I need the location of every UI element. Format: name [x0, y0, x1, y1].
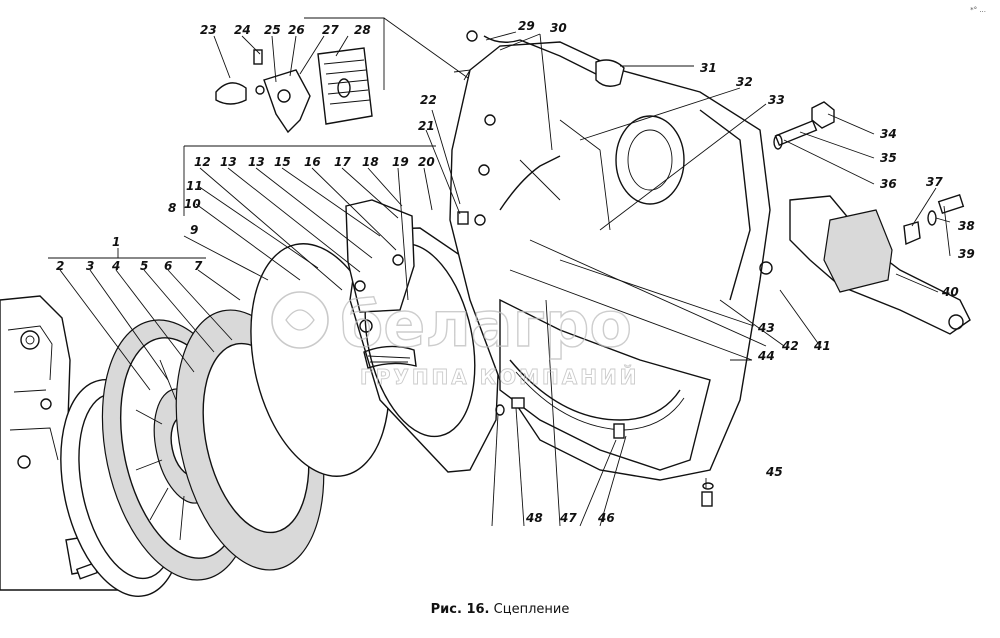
callout-30: 31: [700, 61, 717, 75]
callout-26: 27: [322, 23, 339, 37]
callout-32: 33: [768, 93, 785, 107]
callout-14: 13: [248, 155, 265, 169]
callout-20: 21: [418, 119, 435, 133]
callout-21: 22: [420, 93, 437, 107]
callout-41: 42: [781, 339, 799, 353]
callout-39: 40: [941, 285, 959, 299]
callout-38: 39: [958, 247, 975, 261]
callout-numbers: 1 2 3 4 5 6 7 8 9 10 11 12 13 13 15 16 1…: [56, 19, 975, 525]
callout-24: 25: [264, 23, 281, 37]
callout-34: 35: [880, 151, 897, 165]
callout-12: 12: [194, 155, 211, 169]
figure-caption-title: Сцепление: [493, 602, 570, 617]
callout-11: 11: [186, 179, 203, 193]
callout-18: 19: [392, 155, 409, 169]
callout-22: 23: [200, 23, 217, 37]
callout-25: 26: [288, 23, 305, 37]
callout-45: 46: [597, 511, 615, 525]
callout-23: 24: [234, 23, 251, 37]
callout-2: 2: [56, 259, 64, 273]
callout-42: 43: [757, 321, 775, 335]
callout-8: 8: [168, 201, 176, 215]
callout-6: 6: [164, 259, 172, 273]
callout-40: 41: [813, 339, 831, 353]
callout-33: 34: [880, 127, 897, 141]
callout-1: 1: [112, 235, 120, 249]
watermark-tagline: ГРУППА КОМПАНИЙ: [360, 365, 639, 389]
callout-31: 32: [736, 75, 753, 89]
leader-lines: [48, 17, 951, 527]
callout-10: 10: [184, 197, 201, 211]
callout-15: 16: [304, 155, 321, 169]
callout-16: 17: [334, 155, 351, 169]
callout-17: 18: [362, 155, 379, 169]
callout-28: 29: [518, 19, 535, 33]
callout-43: 44: [757, 349, 775, 363]
callout-4: 4: [111, 259, 120, 273]
lubrication-hose: [466, 30, 625, 211]
callout-29: 30: [550, 21, 567, 35]
figure-caption: Рис. 16. Сцепление: [0, 602, 1000, 617]
watermark-logo-text: белагро: [340, 288, 632, 361]
callout-5: 5: [140, 259, 148, 273]
callout-7: 7: [194, 259, 203, 273]
callout-19: 20: [418, 155, 435, 169]
cover-plate: [215, 47, 373, 134]
callout-44: 45: [765, 465, 783, 479]
watermark: белагро ГРУППА КОМПАНИЙ: [271, 287, 639, 389]
callout-13a: 13: [220, 155, 237, 169]
pressure-plate-assembly: [250, 199, 501, 477]
corner-mark: *° ...: [970, 6, 986, 14]
figure-caption-prefix: Рис. 16.: [430, 602, 490, 617]
callout-35: 36: [880, 177, 897, 191]
release-fork: [789, 195, 971, 335]
callout-47: 48: [525, 511, 543, 525]
right-fasteners: [773, 101, 965, 246]
callout-13b: 15: [274, 155, 291, 169]
clutch-housing: [449, 41, 773, 481]
callout-3: 3: [86, 259, 94, 273]
callout-27: 28: [354, 23, 371, 37]
lower-fasteners: [457, 211, 714, 507]
callout-37: 38: [958, 219, 975, 233]
callout-46: 47: [559, 511, 577, 525]
callout-9: 9: [190, 223, 198, 237]
callout-36: 37: [926, 175, 943, 189]
